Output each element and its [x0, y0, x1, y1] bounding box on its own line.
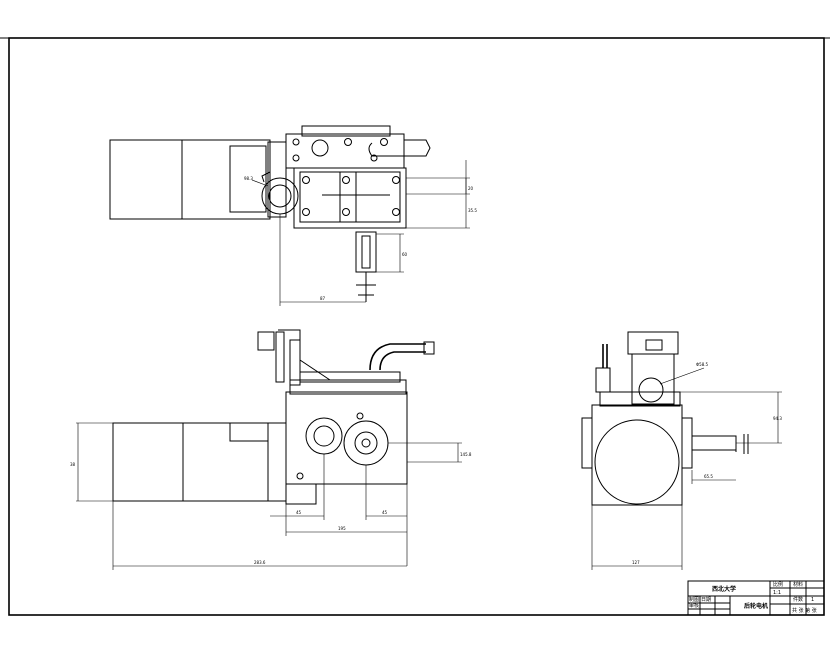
title-school: 西北大学 [712, 585, 736, 593]
front-view: 38 145.8 45 45 195 283.6 [70, 329, 472, 570]
dim-20: 20 [468, 186, 474, 191]
title-cell-scale: 1:1 [773, 590, 781, 596]
title-cell-qty-label: 件数 [793, 596, 803, 603]
dim-127: 127 [632, 560, 640, 565]
dim-87: 87 [320, 296, 326, 301]
dim-35-5: 35.5 [468, 208, 477, 213]
drawing-border [8, 37, 825, 616]
dim-98-3: 98.3 [244, 176, 253, 181]
top-view: 20 35.5 87 60 98.3 [109, 125, 477, 306]
title-cell-drawn: 制图 [689, 596, 699, 603]
dim-phi58-5: Φ58.5 [696, 362, 709, 367]
title-cell-material-label: 材料 [793, 581, 803, 588]
title-cell-qty: 1 [811, 597, 814, 603]
title-cell-date: 日期 [701, 597, 711, 603]
title-block: 西北大学 后轮电机 比例 材料 1:1 件数 1 制图 审核 日期 共 张 第 … [687, 580, 825, 616]
dim-45-left: 45 [296, 510, 302, 515]
dim-94-3: 94.3 [773, 416, 782, 421]
title-cell-scale-label: 比例 [773, 581, 783, 588]
title-cell-checked: 审核 [689, 602, 699, 609]
dim-283-6: 283.6 [254, 560, 266, 565]
dim-60: 60 [402, 252, 408, 257]
side-view: Φ58.5 94.3 65.5 127 [581, 331, 782, 570]
dim-195: 195 [338, 526, 346, 531]
dim-38: 38 [70, 462, 76, 467]
dim-65-5: 65.5 [704, 474, 713, 479]
dim-45-right: 45 [382, 510, 388, 515]
title-drawing-name: 后轮电机 [744, 602, 768, 610]
dim-145-8: 145.8 [460, 452, 472, 457]
title-cell-sheet: 共 张 第 张 [792, 607, 817, 614]
